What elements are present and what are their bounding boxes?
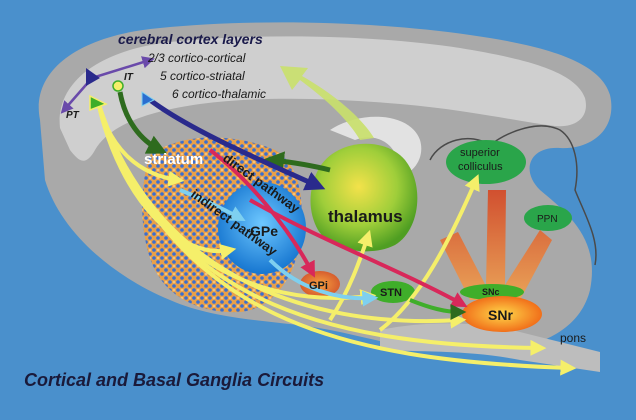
striatum-label: striatum (144, 151, 203, 168)
thalamus-to-striatum-arrow (264, 151, 331, 173)
corticocortical-arrow-right (91, 56, 155, 80)
layer6-neuron (141, 91, 155, 107)
cortex-layer-1: 2/3 cortico-cortical (147, 51, 246, 65)
gpe-label: GPe (250, 223, 278, 239)
yellow-pathways (96, 101, 577, 376)
thalamus-nucleus (310, 143, 418, 252)
diagram-title: Cortical and Basal Ganglia Circuits (24, 370, 324, 390)
stn-to-snr-arrow (409, 298, 467, 320)
stn-label: STN (380, 287, 402, 299)
indirect-pathway-arrow (179, 188, 246, 222)
thalamo-cortical-arrow (280, 66, 374, 140)
snc-label: SNc (482, 287, 500, 297)
layer23-neuron (86, 68, 100, 86)
pt-to-brainstem-arrow (96, 101, 577, 376)
superior-colliculus-nucleus (446, 140, 526, 184)
cortex-layer-3: 6 cortico-thalamic (172, 87, 266, 101)
gpe-to-stn-arrow (268, 258, 379, 307)
superior-colliculus-label-1: superior (460, 147, 500, 159)
to-thalamus-arrow (328, 229, 373, 322)
direct-to-snr-arrow (249, 198, 468, 308)
it-label: IT (124, 72, 134, 83)
to-superior-colliculus-arrow (378, 174, 480, 332)
snr-nucleus (462, 296, 542, 332)
snr-label: SNr (488, 307, 513, 323)
direct-pathway-arrow (208, 148, 315, 278)
midbrain-contour (429, 125, 597, 266)
superior-colliculus-label-2: colliculus (458, 161, 503, 173)
ppn-label: PPN (537, 214, 558, 225)
pons-label: pons (560, 331, 586, 345)
cortex-band (59, 36, 586, 161)
corticothalamic-arrow (148, 97, 326, 191)
stn-nucleus (371, 281, 415, 303)
gpe-nucleus (218, 182, 306, 274)
gpi-label: GPi (309, 280, 328, 292)
snc-nucleus (460, 284, 524, 300)
it-neuron (112, 80, 124, 92)
ppn-nucleus (524, 205, 572, 231)
cortex-layer-2: 5 cortico-striatal (160, 69, 245, 83)
cortex-heading: cerebral cortex layers (118, 31, 263, 47)
it-to-striatum-arrow (117, 91, 168, 154)
thalamus-label: thalamus (328, 207, 403, 226)
pt-label: PT (66, 110, 80, 121)
pt-neuron (89, 94, 108, 112)
snr-output-fan (440, 190, 552, 300)
